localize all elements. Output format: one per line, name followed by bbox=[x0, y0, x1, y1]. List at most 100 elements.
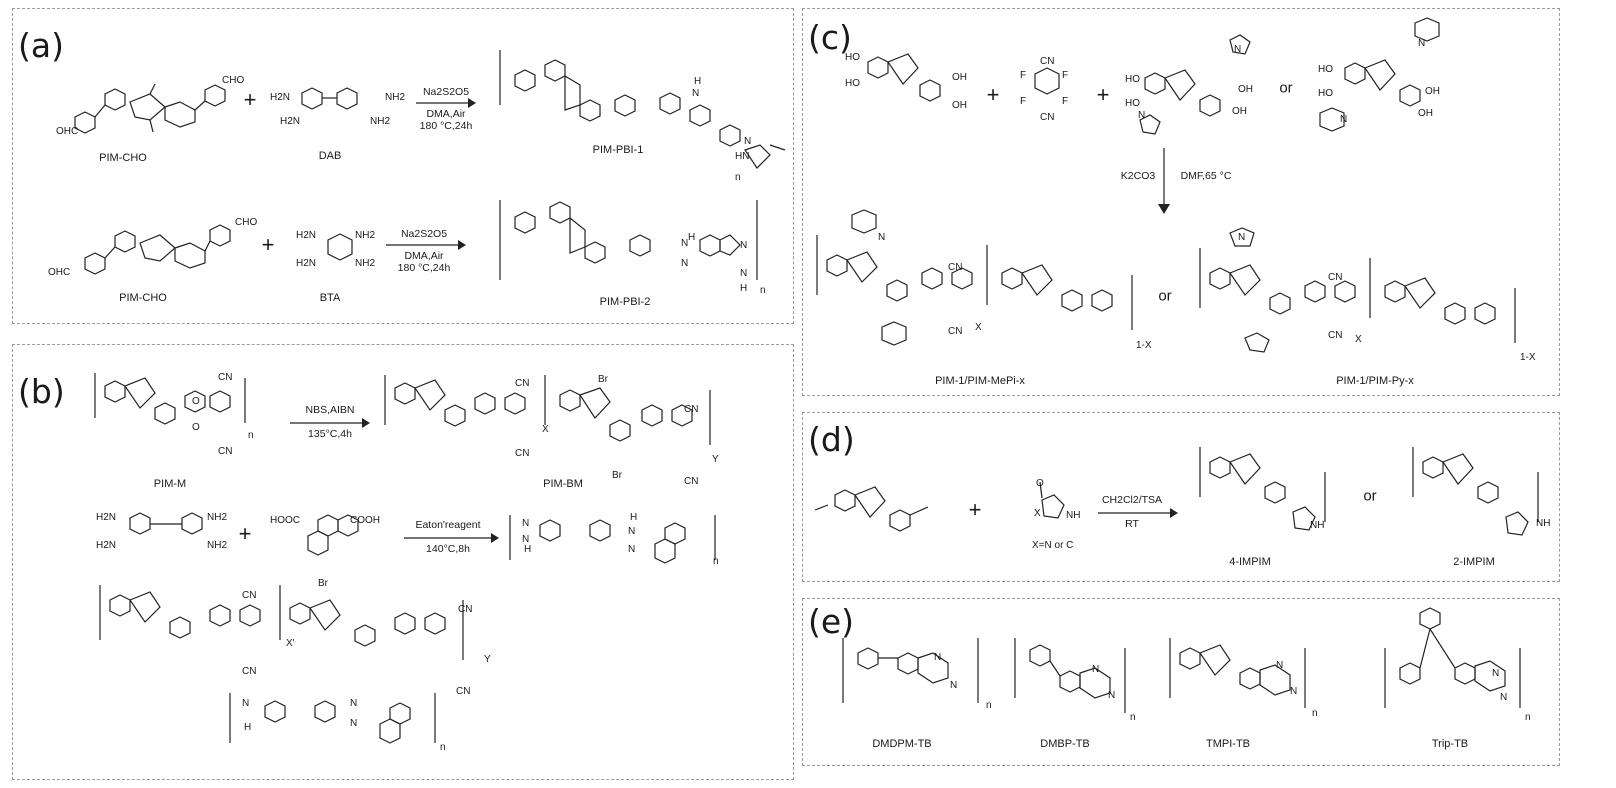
atom-n: N bbox=[692, 88, 700, 99]
atom-nh2: NH2 bbox=[385, 92, 406, 103]
compound-dmbp-tb: DMBP-TB bbox=[1040, 738, 1090, 750]
atom-cho: CHO bbox=[235, 217, 258, 228]
dmbp-tb-structure bbox=[1014, 638, 1126, 713]
condition-temperature: RT bbox=[1125, 518, 1139, 530]
compound-pim-1-pim-mepi-x: PIM-1/PIM-MePi-x bbox=[935, 375, 1025, 387]
atom-f: F bbox=[1062, 96, 1069, 107]
atom-h: H bbox=[740, 283, 748, 294]
compound-pim-pbi-2: PIM-PBI-2 bbox=[599, 296, 651, 308]
atom-n-subscript: n bbox=[440, 742, 446, 753]
atom-nh: NH bbox=[1066, 510, 1081, 521]
atom-oh: OH bbox=[1232, 106, 1247, 117]
atom-cn: CN bbox=[948, 262, 963, 273]
atom-oh: OH bbox=[952, 100, 967, 111]
atom-cho: CHO bbox=[222, 75, 245, 86]
reaction-arrow bbox=[386, 240, 466, 250]
atom-oh: OH bbox=[1418, 108, 1433, 119]
plus-sign: + bbox=[243, 87, 257, 112]
compound-pim-1-pim-py-x: PIM-1/PIM-Py-x bbox=[1336, 375, 1414, 387]
reaction-arrow bbox=[404, 533, 499, 543]
atom-cn: CN bbox=[948, 326, 963, 337]
4-impim-structure bbox=[1199, 447, 1326, 531]
atom-nh: NH bbox=[1310, 520, 1325, 531]
atom-ho: HO bbox=[1318, 64, 1333, 75]
atom-cn: CN bbox=[218, 446, 233, 457]
plus-sign: + bbox=[968, 497, 982, 522]
atom-o: O bbox=[1036, 478, 1044, 489]
compound-pim-cho-2: PIM-CHO bbox=[119, 292, 167, 304]
atom-n: N bbox=[1492, 668, 1500, 679]
atom-n-subscript: n bbox=[1312, 708, 1318, 719]
atom-nh: NH bbox=[1536, 518, 1551, 529]
reaction-arrow-down bbox=[1158, 148, 1170, 214]
atom-nh2: NH2 bbox=[207, 512, 228, 523]
atom-ho: HO bbox=[1125, 74, 1140, 85]
atom-n: N bbox=[1500, 692, 1508, 703]
atom-h: H bbox=[244, 722, 252, 733]
panel-e-label: (e) bbox=[808, 602, 855, 641]
atom-n: N bbox=[350, 718, 358, 729]
pbi-blend-structure bbox=[229, 693, 436, 744]
atom-ohc: OHC bbox=[48, 267, 71, 278]
atom-n: N bbox=[628, 544, 636, 555]
atom-cn: CN bbox=[1040, 112, 1055, 123]
tmpi-tb-structure bbox=[1169, 638, 1306, 708]
atom-h: H bbox=[630, 512, 638, 523]
atom-oh: OH bbox=[1425, 86, 1440, 97]
atom-h2n: H2N bbox=[270, 92, 291, 103]
condition-solvent: DMA,Air bbox=[426, 108, 466, 120]
atom-n: N bbox=[1234, 44, 1242, 55]
dab-structure bbox=[301, 87, 358, 110]
atom-n-subscript: n bbox=[760, 285, 766, 296]
compound-trip-tb: Trip-TB bbox=[1431, 738, 1469, 750]
panel-d-label: (d) bbox=[808, 420, 855, 459]
atom-cn: CN bbox=[515, 448, 530, 459]
atom-1-x: 1-X bbox=[1136, 340, 1152, 351]
pim-1-pim-mepi-x-structure bbox=[816, 209, 1133, 346]
atom-cn: CN bbox=[684, 404, 699, 415]
compound-pim-cho-1: PIM-CHO bbox=[99, 152, 147, 164]
panel-c-label: (c) bbox=[808, 18, 852, 57]
atom-cn: CN bbox=[456, 686, 471, 697]
pim-pbi-2-structure bbox=[499, 200, 758, 280]
atom-h2n: H2N bbox=[280, 116, 301, 127]
condition-reagent: NBS,AIBN bbox=[305, 404, 355, 416]
condition-reagent: Na2S2O5 bbox=[400, 228, 448, 240]
atom-n: N bbox=[878, 232, 886, 243]
condition-temperature: 135°C,4h bbox=[308, 428, 352, 440]
plus-sign: + bbox=[986, 82, 1000, 107]
plus-sign: + bbox=[238, 521, 252, 546]
atom-nh2: NH2 bbox=[355, 258, 376, 269]
atom-x: X bbox=[542, 424, 549, 435]
atom-cn: CN bbox=[1040, 56, 1055, 67]
atom-n: N bbox=[740, 240, 748, 251]
atom-n: N bbox=[1108, 690, 1116, 701]
panel-c bbox=[802, 8, 1560, 396]
pim-m-structure bbox=[94, 373, 246, 425]
atom-h: H bbox=[694, 76, 702, 87]
atom-n: N bbox=[1092, 664, 1100, 675]
or-separator: or bbox=[1279, 79, 1293, 97]
atom-h2n: H2N bbox=[96, 512, 117, 523]
condition-temperature: 180 °C,24h bbox=[397, 262, 451, 274]
2-impim-structure bbox=[1412, 447, 1539, 536]
reagent-note: X=N or C bbox=[1032, 540, 1074, 551]
atom-h2n: H2N bbox=[96, 540, 117, 551]
or-separator: or bbox=[1158, 287, 1172, 305]
atom-f: F bbox=[1020, 96, 1027, 107]
reaction-arrow bbox=[1098, 508, 1178, 518]
atom-oh: OH bbox=[1238, 84, 1253, 95]
atom-h: H bbox=[688, 232, 696, 243]
compound-dmdpm-tb: DMDPM-TB bbox=[872, 738, 932, 750]
reagent-hooc: HOOC bbox=[270, 515, 300, 526]
atom-cn: CN bbox=[458, 604, 473, 615]
atom-ho: HO bbox=[1318, 88, 1333, 99]
atom-n: N bbox=[1418, 38, 1426, 49]
compound-4-impim: 4-IMPIM bbox=[1229, 556, 1271, 568]
plus-sign: + bbox=[261, 232, 275, 257]
atom-br: Br bbox=[598, 374, 608, 385]
or-separator: or bbox=[1363, 487, 1377, 505]
atom-y: Y bbox=[484, 654, 491, 665]
atom-cn: CN bbox=[242, 666, 257, 677]
condition-reagent: CH2Cl2/TSA bbox=[1101, 494, 1163, 506]
